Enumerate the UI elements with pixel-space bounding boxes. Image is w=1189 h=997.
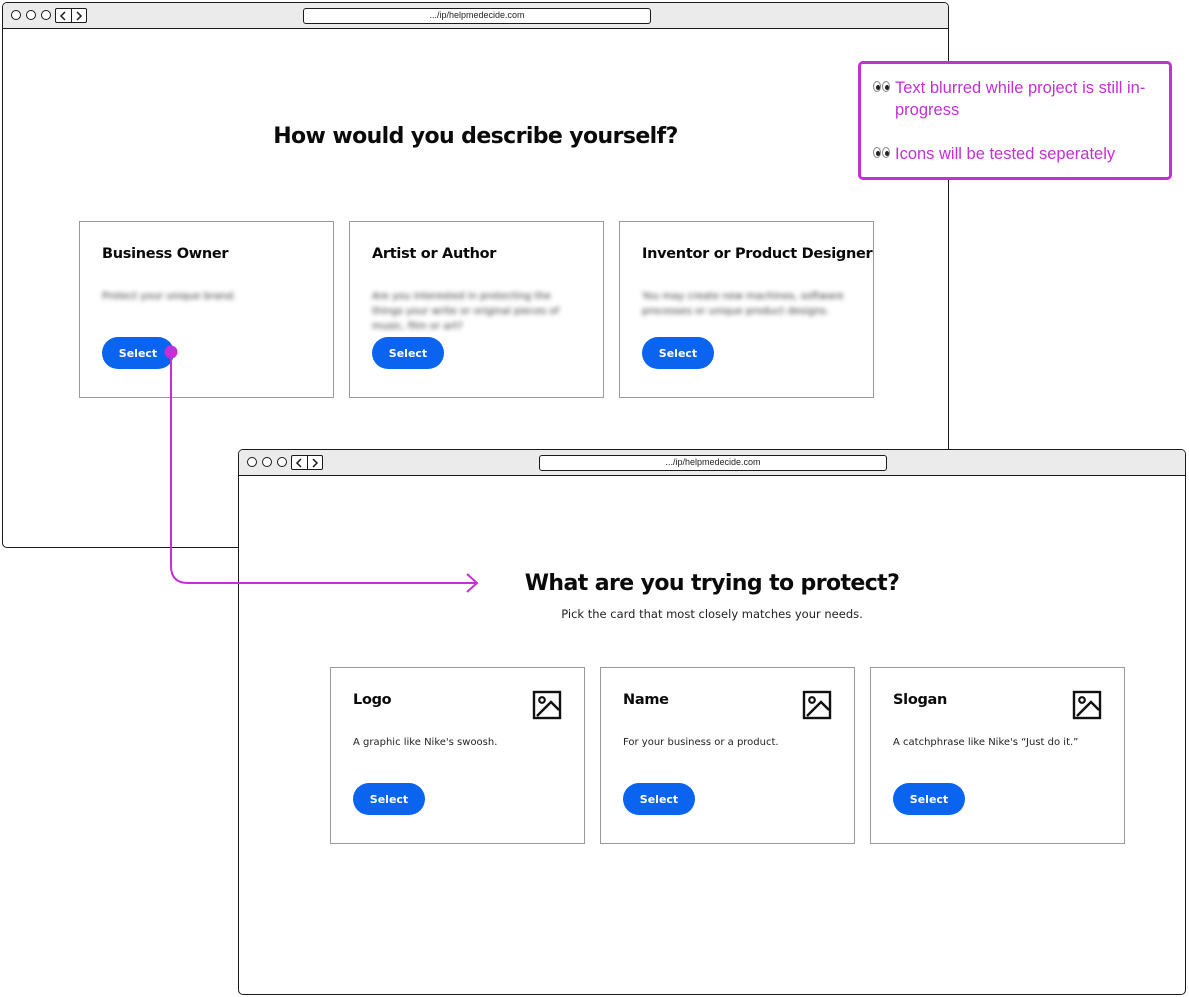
- minimize-dot-icon[interactable]: [26, 10, 36, 20]
- nav-buttons: [55, 8, 87, 23]
- eyes-icon: [873, 147, 890, 165]
- card-logo[interactable]: Logo A graphic like Nike's swoosh. Selec…: [330, 667, 585, 844]
- forward-chevron-icon[interactable]: [70, 9, 87, 22]
- image-icon: [1072, 690, 1102, 720]
- card-title: Name: [623, 692, 669, 708]
- browser-titlebar: .../ip/helpmedecide.com: [3, 3, 948, 29]
- card-title: Slogan: [893, 692, 948, 708]
- address-bar[interactable]: .../ip/helpmedecide.com: [303, 8, 651, 24]
- select-button[interactable]: Select: [353, 783, 425, 815]
- card-title: Artist or Author: [372, 246, 497, 262]
- annotation-note: Text blurred while project is still in-p…: [858, 61, 1172, 180]
- maximize-dot-icon[interactable]: [41, 10, 51, 20]
- card-artist-or-author[interactable]: Artist or Author Are you interested in p…: [349, 221, 604, 398]
- card-description: For your business or a product.: [623, 737, 779, 748]
- address-bar[interactable]: .../ip/helpmedecide.com: [539, 455, 887, 471]
- image-icon: [802, 690, 832, 720]
- annotation-text: Icons will be tested seperately: [895, 145, 1116, 163]
- browser-titlebar: .../ip/helpmedecide.com: [239, 450, 1185, 476]
- annotation-line: Icons will be tested seperately: [873, 143, 1157, 165]
- card-title: Business Owner: [102, 246, 229, 262]
- card-description: Protect your unique brand.: [102, 291, 237, 302]
- select-button[interactable]: Select: [102, 337, 174, 369]
- eyes-icon: [873, 81, 890, 121]
- browser-window-protect: .../ip/helpmedecide.com What are you try…: [238, 449, 1186, 995]
- image-icon: [532, 690, 562, 720]
- card-description: Are you interested in protecting the thi…: [372, 291, 560, 332]
- card-title: Logo: [353, 692, 392, 708]
- minimize-dot-icon[interactable]: [262, 457, 272, 467]
- card-business-owner[interactable]: Business Owner Protect your unique brand…: [79, 221, 334, 398]
- maximize-dot-icon[interactable]: [277, 457, 287, 467]
- card-slogan[interactable]: Slogan A catchphrase like Nike's “Just d…: [870, 667, 1125, 844]
- back-chevron-icon[interactable]: [292, 456, 307, 469]
- close-dot-icon[interactable]: [247, 457, 257, 467]
- annotation-line: Text blurred while project is still in-p…: [873, 77, 1157, 121]
- window-controls: [247, 457, 287, 467]
- page-title: What are you trying to protect?: [524, 571, 900, 596]
- page-title: How would you describe yourself?: [273, 124, 678, 149]
- page-subtitle: Pick the card that most closely matches …: [561, 607, 863, 621]
- forward-chevron-icon[interactable]: [306, 456, 323, 469]
- card-inventor-or-product-designer[interactable]: Inventor or Product Designer You may cre…: [619, 221, 874, 398]
- back-chevron-icon[interactable]: [56, 9, 71, 22]
- card-description: You may create new machines, software pr…: [642, 291, 844, 317]
- card-title: Inventor or Product Designer: [642, 246, 873, 262]
- select-button[interactable]: Select: [893, 783, 965, 815]
- annotation-text: Text blurred while project is still in-p…: [895, 79, 1146, 119]
- window-controls: [11, 10, 51, 20]
- card-description: A catchphrase like Nike's “Just do it.”: [893, 737, 1079, 748]
- select-button[interactable]: Select: [623, 783, 695, 815]
- card-name[interactable]: Name For your business or a product. Sel…: [600, 667, 855, 844]
- select-button[interactable]: Select: [372, 337, 444, 369]
- select-button[interactable]: Select: [642, 337, 714, 369]
- close-dot-icon[interactable]: [11, 10, 21, 20]
- nav-buttons: [291, 455, 323, 470]
- card-description: A graphic like Nike's swoosh.: [353, 737, 498, 748]
